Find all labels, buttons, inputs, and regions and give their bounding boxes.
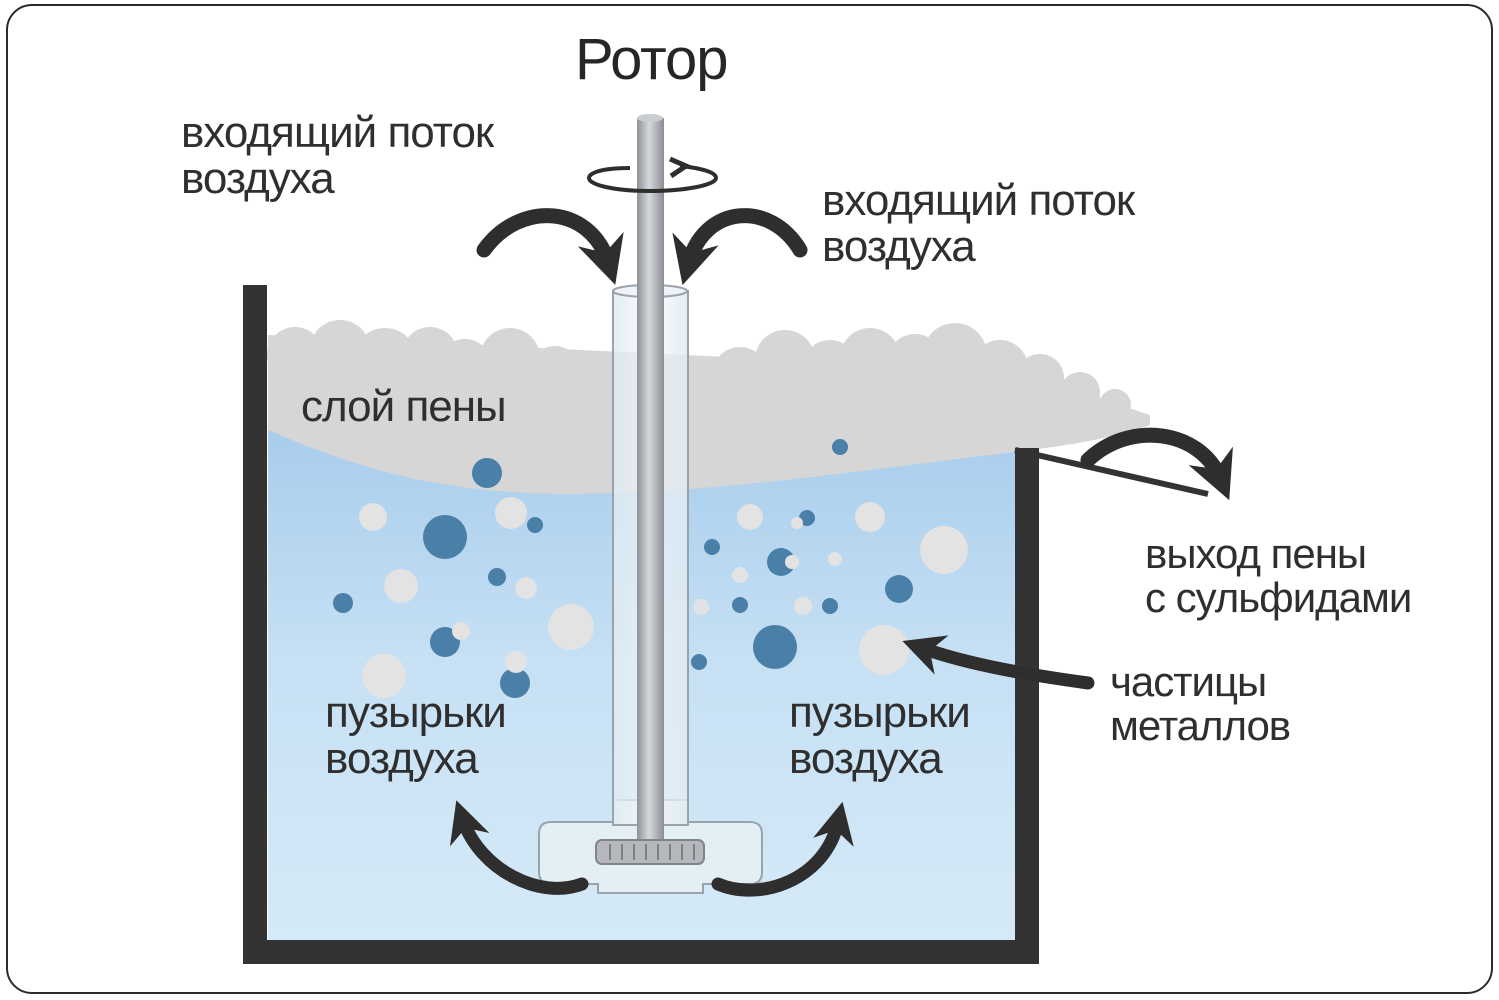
metal-particle [384, 569, 418, 603]
arrows [450, 208, 1233, 897]
metal-particle [732, 567, 748, 583]
air-bubble [799, 510, 815, 526]
tank [243, 285, 1039, 964]
page-title: Ротор [575, 27, 729, 92]
air-bubble [488, 568, 506, 586]
foam-outlet-label: выход пены с сульфидами [1145, 530, 1412, 621]
air-bubble [732, 597, 748, 613]
circulation-left-arrow [450, 800, 589, 895]
rotation-arrow-icon [586, 156, 719, 194]
air-bubble [691, 654, 707, 670]
metal-particle [452, 622, 470, 640]
metal-particle [859, 625, 909, 675]
foam-layer-label: слой пены [301, 382, 507, 431]
outlet-lip [1014, 447, 1209, 497]
air-inflow-right-label: входящий поток воздуха [822, 176, 1135, 271]
air-inflow-left-label: входящий поток воздуха [181, 108, 494, 203]
air-bubble [423, 515, 467, 559]
air-bubble [753, 625, 797, 669]
air-bubble [430, 627, 460, 657]
metal-particle [495, 497, 527, 529]
air-bubble [704, 539, 720, 555]
air-bubbles-left-label: пузырьки воздуха [325, 688, 507, 783]
metal-particle [359, 503, 387, 531]
air-bubbles-right-label: пузырьки воздуха [789, 688, 971, 783]
metal-particle [828, 552, 842, 566]
rotor-shaft [637, 118, 664, 840]
air-bubble [767, 548, 795, 576]
metal-particle [855, 502, 885, 532]
circulation-right-arrow [711, 801, 854, 897]
air-bubble [333, 593, 353, 613]
metal-particle [920, 526, 968, 574]
foam-layer [267, 320, 1150, 494]
metal-particle [548, 604, 594, 650]
air-bubble [832, 439, 848, 455]
metal-particle [737, 504, 763, 530]
metal-particle [791, 517, 803, 529]
air-bubble [500, 668, 530, 698]
impeller [595, 839, 705, 865]
air-bubble [527, 517, 543, 533]
metal-particle [794, 597, 812, 615]
foam-outflow-arrow [1080, 427, 1233, 501]
metal-particle [505, 651, 527, 673]
air-bubble [822, 598, 838, 614]
air-bubble [885, 575, 913, 603]
metal-particle [515, 577, 537, 599]
air-inflow-left-arrow [476, 208, 624, 285]
metal-particles-label: частицы металлов [1110, 658, 1291, 749]
air-inflow-right-arrow [672, 208, 808, 286]
metal-particle [785, 555, 799, 569]
air-bubble [472, 458, 502, 488]
metal-particles-arrow [902, 635, 1095, 690]
metal-particle [693, 599, 709, 615]
particles [333, 439, 968, 698]
metal-particle [362, 654, 406, 698]
